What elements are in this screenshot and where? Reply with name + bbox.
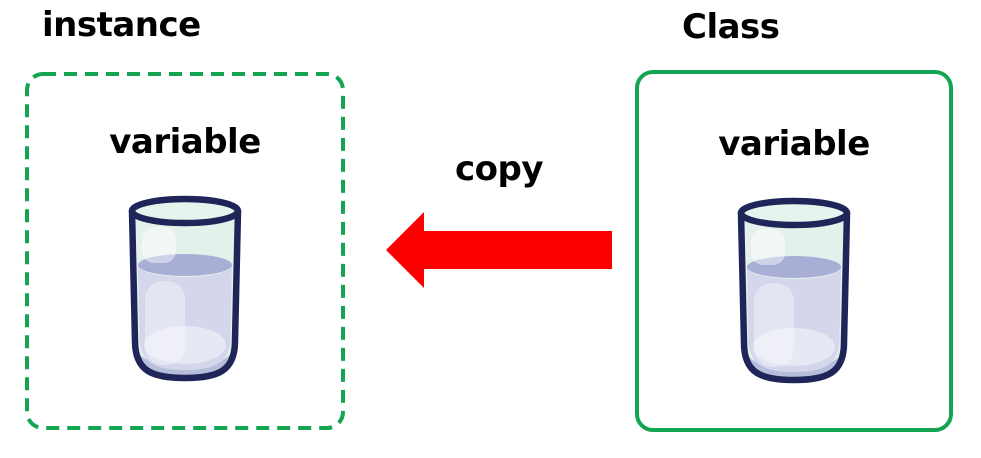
- glass-of-water-icon: [128, 195, 242, 382]
- instance-variable-label: variable: [109, 122, 261, 162]
- instance-title: instance: [42, 5, 201, 45]
- class-variable-label: variable: [718, 124, 870, 164]
- dashed-border: [25, 72, 345, 430]
- copy-label: copy: [454, 149, 544, 189]
- class-box: variable: [635, 70, 953, 432]
- instance-box: variable: [25, 72, 345, 430]
- copy-arrow-left-icon: [386, 212, 612, 288]
- glass-of-water-icon: [737, 197, 851, 384]
- class-title: Class: [682, 7, 780, 47]
